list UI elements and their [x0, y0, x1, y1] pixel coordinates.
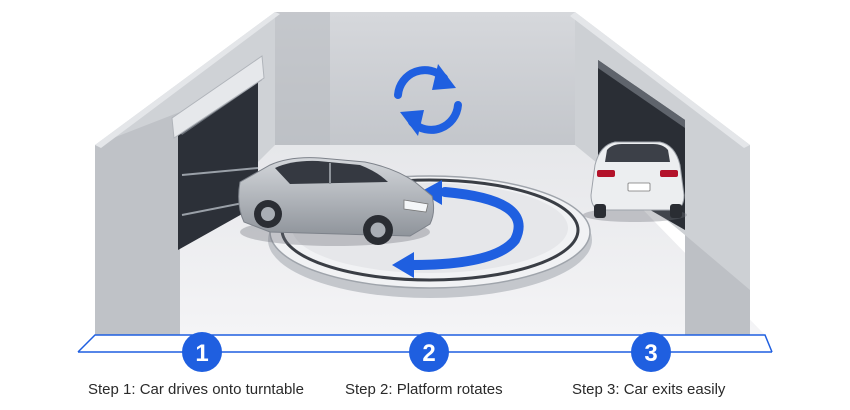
step-number-1: 1 — [195, 340, 208, 367]
step-number-3: 3 — [644, 340, 657, 367]
back-wall — [275, 12, 575, 145]
step-label-1: Step 1: Car drives onto turntable — [88, 381, 304, 398]
step-circle-3: 3 — [631, 332, 671, 372]
exiting-car — [583, 141, 687, 222]
step-label-2: Step 2: Platform rotates — [345, 381, 503, 398]
door-roller — [171, 55, 265, 139]
rotate-arrows-icon — [394, 64, 462, 136]
step-number-2: 2 — [422, 340, 435, 367]
step-circle-2: 2 — [409, 332, 449, 372]
step-circle-1: 1 — [182, 332, 222, 372]
car-on-turntable — [238, 157, 435, 246]
rotation-arrow-icon — [392, 180, 524, 278]
step-label-3: Step 3: Car exits easily — [572, 381, 726, 398]
